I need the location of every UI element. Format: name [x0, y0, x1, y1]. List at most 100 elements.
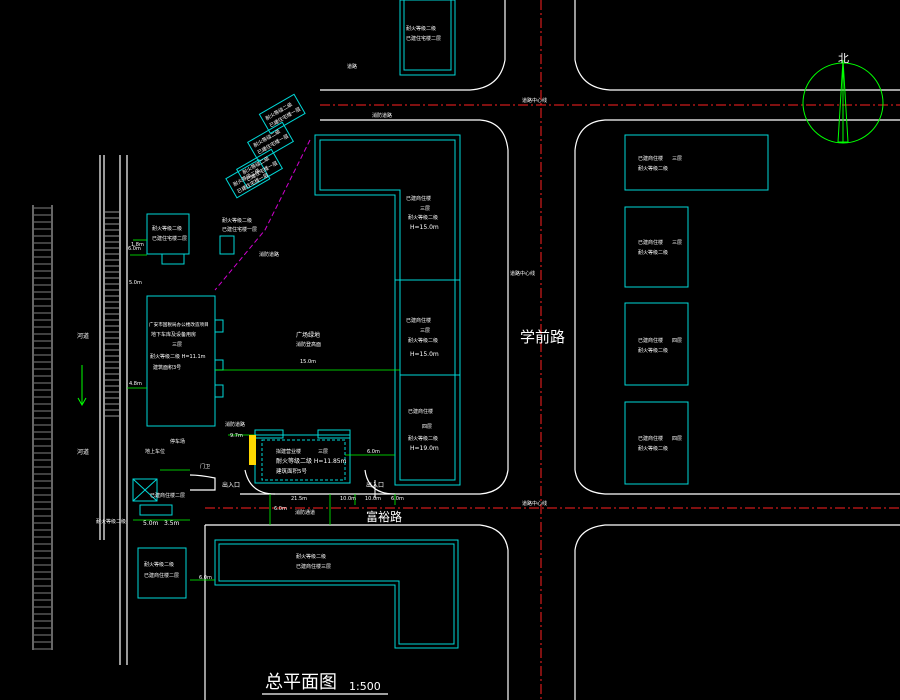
bldg-center-line2: 三层: [318, 449, 328, 455]
dim-label-15: 1.8m: [131, 242, 144, 248]
building-center-top-2: [317, 429, 351, 439]
bldg-center-line3: 耐火等级二级 H=11.85m: [276, 457, 347, 465]
road-name-fuyu: 富裕路: [366, 509, 402, 524]
dim-label-4: 15.0m: [300, 359, 316, 365]
centerline-label-fuyu: 道路中心线: [522, 500, 547, 507]
bldg-right3-line2: 四层: [672, 338, 682, 344]
label-gate: 门卫: [200, 463, 210, 470]
dim-label-11: 5.0m: [143, 520, 159, 527]
road-edge-top-right: [574, 0, 900, 91]
building-west: [146, 295, 216, 427]
building-diag-1: [258, 93, 306, 135]
bldg-center-line4: 建筑面积5号: [276, 467, 307, 475]
building-west-notch-3: [214, 384, 224, 398]
building-center-top-1: [254, 429, 284, 439]
bldg-east3-line3: 耐火等级二级: [408, 435, 438, 442]
legend-line1: 耐火等级二级: [96, 518, 126, 525]
dim-label-12: 3.5m: [164, 520, 180, 527]
bldg-east1-line3: 耐火等级二级: [408, 214, 438, 221]
dim-label-10: 6.0m: [391, 496, 404, 502]
building-sw: [137, 547, 187, 599]
bldg-east3-line1: 已建商住楼: [408, 408, 433, 415]
building-east-complex-outer: [314, 134, 461, 486]
roadside-rungs: [105, 211, 119, 417]
legend-line2: 已建商住楼二层: [150, 492, 185, 499]
bldg-west-line2: 地下车库及设备用房: [151, 331, 196, 338]
building-center-inner: [261, 439, 346, 481]
dim-label-6: 6.0m: [367, 449, 380, 455]
building-top-mid: [399, 0, 456, 76]
building-diag-3: [235, 148, 284, 190]
bldg-right4-line1: 已建商住楼: [638, 435, 663, 442]
road-edge-south-left: [205, 524, 509, 700]
road-name-xueqian: 学前路: [520, 328, 565, 346]
building-east-complex-inner: [319, 139, 456, 481]
bldg-sw-line1: 耐火等级二级: [144, 561, 174, 568]
bldg-right2-line1: 已建商住楼: [638, 239, 663, 246]
building-diag-2: [246, 121, 295, 163]
river-rungs: [34, 207, 51, 650]
centerline-label-v: 道路中心线: [510, 270, 535, 277]
label-plaza-1: 广场绿地: [296, 331, 320, 339]
river-label-bottom: 河道: [77, 448, 89, 456]
road-edge-right-lower: [574, 150, 900, 495]
dim-label-5: 9.7m: [230, 433, 243, 439]
gatehouse: [139, 504, 173, 516]
bldg-center-line1: 拟建营业楼: [276, 448, 301, 455]
center-lines: [205, 0, 900, 700]
bldg-west-line1: 广安市国税局办公楼改造项目: [149, 321, 209, 328]
label-entrance-1: 出入口: [222, 481, 240, 489]
drawing-title: 总平面图: [265, 672, 337, 693]
bldg-east1-line2: 三层: [420, 206, 430, 212]
parking-box-diag-2: [132, 478, 158, 502]
bldg-small-mid-line2: 已建住宅楼一层: [222, 226, 257, 233]
bldg-sw-line2: 已建商住楼二层: [144, 572, 179, 579]
dim-label-13: 6.0m: [199, 575, 212, 581]
bldg-small-mid-line1: 耐火等级二级: [222, 217, 252, 224]
dim-label-8: 10.0m: [340, 496, 356, 502]
plaza-lines: [127, 239, 400, 581]
bldg-small-left-line1: 耐火等级二级: [152, 225, 182, 232]
bldg-top-mid-line2: 已建住宅楼二层: [406, 35, 441, 42]
label-fire-left: 消防道路: [225, 421, 245, 428]
label-ground-parking: 地上车位: [145, 448, 165, 455]
centerline-label-top: 道路中心线: [522, 97, 547, 104]
dim-label-14: 6.0m: [274, 506, 287, 512]
bldg-right1-line3: 耐火等级二级: [638, 165, 668, 172]
dim-label-1: 4.8m: [129, 381, 142, 387]
bldg-east2-line4: H=15.0m: [410, 351, 439, 358]
road-edge-top-left: [320, 0, 506, 91]
bldg-right2-line2: 三层: [672, 240, 682, 246]
fire-lane-label-top: 消防道路: [372, 112, 392, 119]
label-parking: 停车场: [170, 438, 185, 445]
building-right-2: [624, 206, 689, 288]
bldg-right1-line2: 三层: [672, 156, 682, 162]
bldg-top-mid-line1: 耐火等级二级: [406, 25, 436, 32]
fire-lane-diagonal: [214, 139, 311, 291]
bldg-east1-line1: 已建商住楼: [406, 195, 431, 202]
entrance-highlight: [249, 435, 256, 465]
building-small-left: [146, 213, 190, 255]
label-plaza-2: 消防登高面: [296, 341, 321, 348]
river-label-top: 河道: [77, 332, 89, 340]
road-edges: [99, 0, 900, 700]
bldg-west-line3: 三层: [172, 342, 182, 348]
bldg-right3-line1: 已建商住楼: [638, 337, 663, 344]
bldg-west-line5: 建筑面积3号: [153, 364, 181, 371]
road-edge-mid-left: [320, 119, 509, 495]
north-label: 北: [838, 52, 849, 65]
road-edge-parking-corner: [189, 474, 216, 491]
river-hatch: [32, 205, 53, 650]
road-edge-mid-right: [574, 119, 900, 151]
bldg-right2-line3: 耐火等级二级: [638, 249, 668, 256]
bldg-right4-line2: 四层: [672, 436, 682, 442]
bldg-east3-line2: 四层: [422, 424, 432, 430]
road-edge-south-right: [574, 524, 900, 700]
bldg-south-line1: 耐火等级二级: [296, 553, 326, 560]
building-west-notch-2: [214, 359, 224, 371]
bldg-right4-line3: 耐火等级二级: [638, 445, 668, 452]
bldg-right1-line1: 已建商住楼: [638, 155, 663, 162]
building-right-1: [624, 134, 769, 191]
bldg-east1-line4: H=15.0m: [410, 224, 439, 231]
